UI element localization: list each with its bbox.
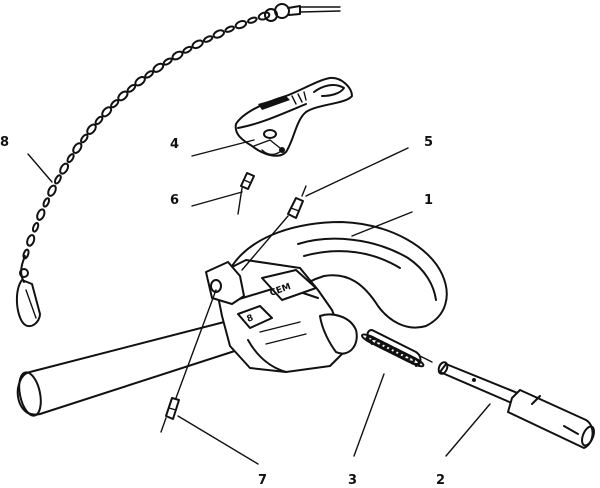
leader-1 bbox=[351, 211, 413, 237]
chain-link bbox=[202, 35, 214, 43]
leader-8 bbox=[27, 153, 53, 183]
chain-link bbox=[26, 234, 36, 247]
pin-part-5 bbox=[287, 185, 307, 219]
label-5: 5 bbox=[424, 135, 433, 150]
latch-part bbox=[234, 76, 353, 157]
callout-labels: 8 4 6 5 1 7 3 2 bbox=[0, 135, 445, 488]
chain-link bbox=[47, 184, 57, 197]
chain-link bbox=[144, 70, 154, 79]
label-4: 4 bbox=[170, 137, 179, 152]
wrench-body: CEM 8 bbox=[16, 221, 448, 417]
chain-assembly bbox=[16, 3, 341, 328]
chain-link bbox=[162, 57, 173, 66]
chain-link bbox=[134, 75, 146, 87]
chain-link bbox=[182, 45, 193, 54]
chain-link bbox=[117, 90, 129, 102]
snap-hook bbox=[16, 255, 41, 328]
leader-4 bbox=[191, 139, 255, 157]
leader-3 bbox=[353, 373, 385, 457]
leader-2 bbox=[445, 403, 491, 457]
chain-link bbox=[101, 106, 113, 118]
chain-link bbox=[42, 197, 51, 208]
chain-link bbox=[126, 84, 137, 93]
chain-link bbox=[72, 142, 83, 154]
label-2: 2 bbox=[436, 473, 445, 488]
body-stamp-text: 8 bbox=[246, 313, 255, 325]
chain-link bbox=[171, 50, 184, 61]
pin-part-7 bbox=[160, 289, 217, 433]
label-7: 7 bbox=[258, 473, 267, 488]
label-8: 8 bbox=[0, 135, 9, 150]
leader-6 bbox=[191, 191, 243, 207]
chain-link bbox=[94, 115, 104, 126]
chain-link bbox=[152, 62, 165, 73]
chain-link bbox=[66, 153, 75, 164]
label-3: 3 bbox=[348, 473, 357, 488]
chain-link bbox=[36, 208, 46, 221]
chain-link bbox=[86, 123, 97, 135]
chain-link bbox=[53, 174, 62, 185]
chain-link bbox=[234, 19, 248, 30]
chain-link bbox=[224, 25, 235, 33]
leader-5 bbox=[305, 147, 409, 197]
label-1: 1 bbox=[424, 193, 433, 208]
label-6: 6 bbox=[170, 193, 179, 208]
chain-link bbox=[257, 11, 271, 21]
chain-link bbox=[80, 133, 89, 144]
chain-link bbox=[247, 16, 258, 24]
chain-top-fitting bbox=[264, 3, 341, 22]
chain-link bbox=[31, 222, 40, 233]
leader-7 bbox=[177, 415, 259, 465]
pin-part-6 bbox=[237, 172, 255, 215]
chain-link bbox=[212, 29, 225, 39]
spring-part bbox=[361, 329, 433, 368]
axle-bolt-part bbox=[437, 361, 595, 449]
chain-link bbox=[191, 39, 204, 50]
guide-line-5 bbox=[241, 215, 289, 271]
spring-coil bbox=[402, 354, 425, 368]
chain-links bbox=[22, 11, 271, 260]
chain-link bbox=[110, 99, 120, 109]
leader-lines bbox=[27, 139, 491, 465]
chain-link bbox=[59, 162, 70, 175]
